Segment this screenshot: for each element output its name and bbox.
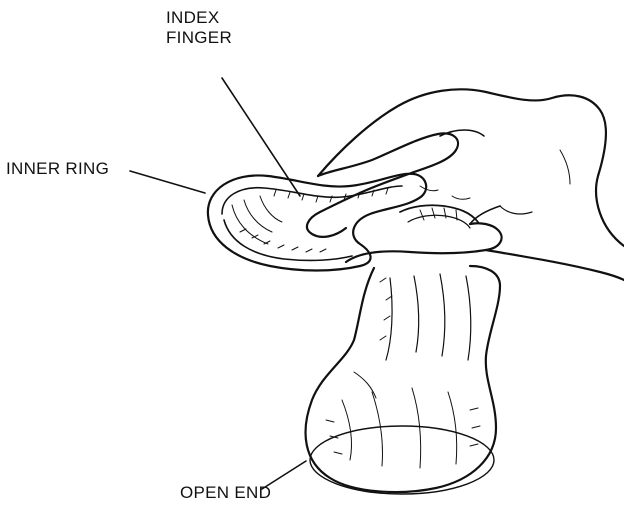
index-finger-label: INDEX FINGER [166,8,256,48]
gathered-sleeve-shape [400,205,478,228]
index-finger-label-line2: FINGER [166,28,256,48]
open-end-opening [310,426,494,494]
index-finger-label-line1: INDEX [166,8,256,28]
pouch-body-shape [306,266,500,494]
inner-ring-shape [208,174,426,271]
inner-ring-label: INNER RING [6,159,109,179]
open-end-label: OPEN END [180,483,271,503]
inner-ring-leader-line [130,171,205,193]
